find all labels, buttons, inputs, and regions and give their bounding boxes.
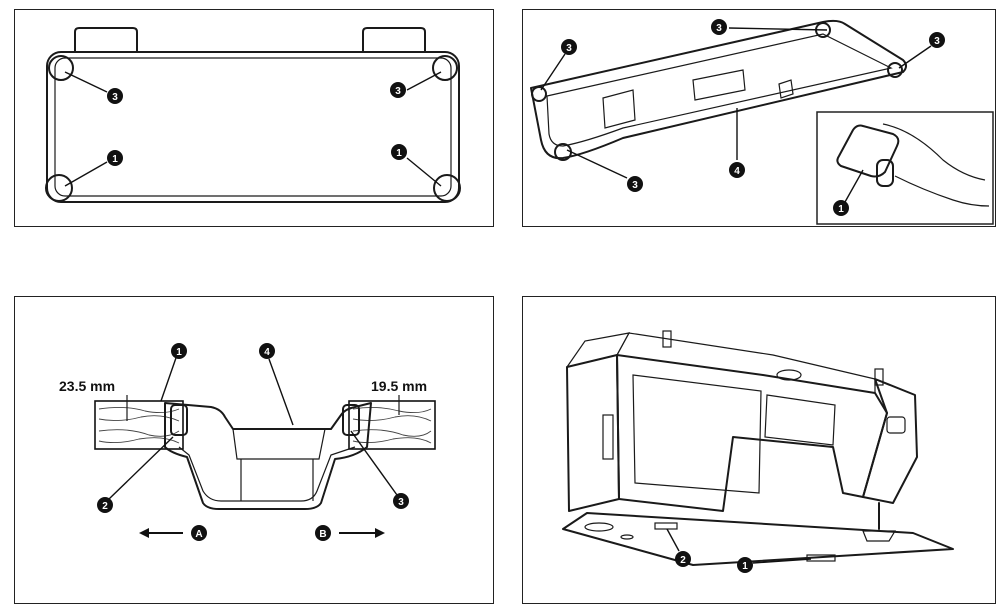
callout-label: 3 [934, 36, 940, 47]
corner-cushion [531, 86, 547, 102]
callout-label: 1 [396, 148, 402, 159]
bed-hole [620, 534, 634, 540]
bed-plate [562, 512, 954, 566]
callout-label: 4 [264, 347, 270, 358]
callout-2: 2 [97, 497, 113, 513]
callout-label: 3 [112, 92, 118, 103]
callout-label: 1 [112, 154, 118, 165]
callout-label: 2 [102, 501, 108, 512]
callout-3: 3 [711, 19, 727, 35]
panel-sewing-machine: 2 1 [522, 296, 996, 604]
callout-label: 1 [838, 204, 844, 215]
pan-inner-rim [54, 57, 452, 197]
callout-1: 1 [833, 200, 849, 216]
pan-slot [692, 69, 746, 101]
callout-label: 4 [734, 166, 740, 177]
callout-label: 3 [632, 180, 638, 191]
callout-3: 3 [393, 493, 409, 509]
callout-3: 3 [107, 88, 123, 104]
oil-pan-section [164, 402, 372, 510]
pan-partition [602, 89, 636, 129]
direction-b-label: B [319, 529, 326, 540]
pan-cap [778, 79, 794, 99]
left-handle [74, 27, 138, 53]
callout-1: 1 [391, 144, 407, 160]
sewing-machine-drawing: 2 1 [562, 330, 954, 573]
corner-seat [433, 174, 461, 202]
cross-section-drawing: 23.5 mm 19.5 mm 1 4 2 3 A [59, 343, 436, 541]
callout-label: 3 [395, 86, 401, 97]
dimension-right-label: 19.5 mm [371, 378, 427, 394]
direction-a-label: A [195, 529, 202, 540]
cushion-left [170, 404, 188, 436]
arm-top [616, 332, 876, 393]
callout-3: 3 [561, 39, 577, 55]
head-display [886, 416, 906, 434]
corner-cushion [432, 55, 458, 81]
table-edge-lower [894, 175, 990, 207]
table-edge [882, 123, 986, 181]
bed-hole [584, 522, 614, 532]
top-knob [662, 330, 672, 348]
side-panel [602, 414, 614, 460]
table-board-right [348, 400, 436, 450]
oil-pan-perspective-drawing: 3 3 3 3 4 1 [530, 19, 994, 225]
callout-1: 1 [737, 557, 753, 573]
callout-label: 3 [398, 497, 404, 508]
right-handle [362, 27, 426, 53]
hinge-plate [654, 522, 678, 530]
callout-label: 1 [176, 347, 182, 358]
oil-pan-inner [178, 446, 356, 502]
callout-1: 1 [107, 150, 123, 166]
corner-cushion [48, 55, 74, 81]
corner-seat [45, 174, 73, 202]
arm-side-panel [764, 394, 836, 446]
rubber-cushion [836, 124, 900, 178]
panel-cross-section: 23.5 mm 19.5 mm 1 4 2 3 A [14, 296, 494, 604]
dimension-left-label: 23.5 mm [59, 378, 115, 394]
callout-label: 2 [680, 555, 686, 566]
callout-2: 2 [675, 551, 691, 567]
table-board-left [94, 400, 184, 450]
callout-3: 3 [390, 82, 406, 98]
pan-inner-edge [546, 33, 893, 147]
callout-4: 4 [259, 343, 275, 359]
panel-oil-pan-perspective: 3 3 3 3 4 1 [522, 9, 996, 227]
oil-pan-well [232, 428, 326, 460]
direction-b: B [315, 525, 385, 541]
callout-label: 3 [566, 43, 572, 54]
pan-outer-rim [46, 51, 460, 203]
pan-outline [530, 19, 907, 160]
motor-cover [566, 354, 620, 512]
presser-foot [862, 530, 897, 542]
detail-inset: 1 [816, 111, 994, 225]
corner-cushion [887, 62, 903, 78]
callout-label: 3 [716, 23, 722, 34]
callout-3: 3 [627, 176, 643, 192]
cushion-right [342, 404, 360, 436]
oil-pan-top-view-drawing: 3 3 1 1 [45, 27, 461, 203]
top-knob [874, 368, 884, 386]
callout-3: 3 [929, 32, 945, 48]
machine-arm [616, 354, 888, 512]
arm-front-panel [632, 374, 762, 494]
direction-a: A [139, 525, 207, 541]
hinge-plate [806, 554, 836, 562]
cushion-pin [876, 159, 894, 187]
callout-1: 1 [171, 343, 187, 359]
panel-oil-pan-top-view: 3 3 1 1 [14, 9, 494, 227]
callout-label: 1 [742, 561, 748, 572]
callout-4: 4 [729, 162, 745, 178]
tension-dial [776, 369, 802, 381]
machine-head [862, 378, 918, 504]
